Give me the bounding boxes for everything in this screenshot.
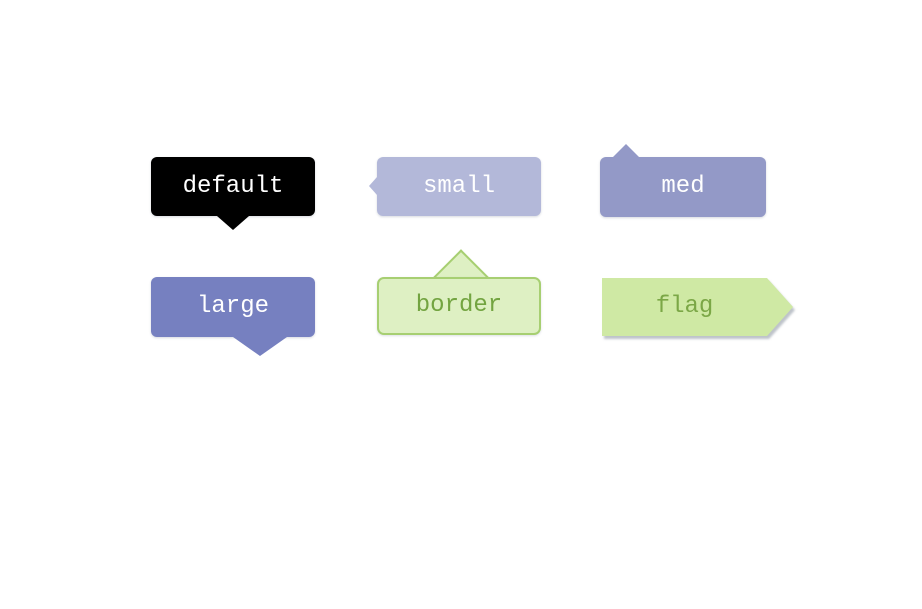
tooltip-default: default xyxy=(151,157,315,230)
tooltip-flag: flag xyxy=(602,278,793,336)
tail-up-icon xyxy=(613,144,639,157)
tooltip-med-label: med xyxy=(661,173,705,200)
tooltip-large-label: large xyxy=(196,293,269,320)
tooltip-border: border xyxy=(377,249,541,335)
tooltip-border-label: border xyxy=(377,277,541,335)
tail-down-icon xyxy=(233,337,287,356)
tooltip-med: med xyxy=(600,144,766,217)
tooltip-flag-label: flag xyxy=(655,293,714,320)
tail-left-icon xyxy=(369,177,377,195)
tail-down-icon xyxy=(217,216,249,230)
flag-shape: flag xyxy=(602,278,793,336)
tooltip-default-label: default xyxy=(182,173,284,200)
tooltip-large: large xyxy=(151,277,315,356)
tooltip-small: small xyxy=(369,157,541,216)
tooltip-small-label: small xyxy=(422,173,495,200)
